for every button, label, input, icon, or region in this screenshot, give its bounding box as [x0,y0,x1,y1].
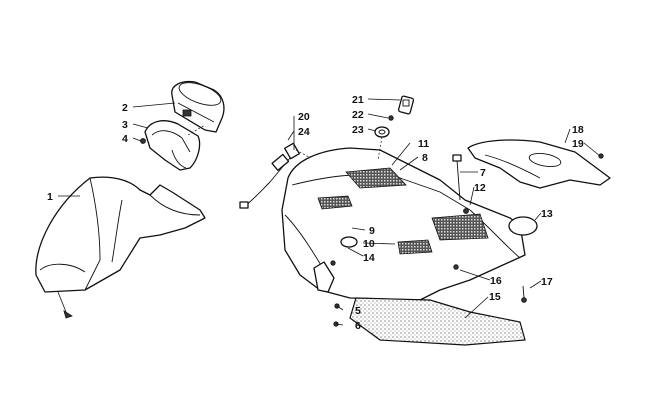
part-gauge [171,80,225,133]
callout-4: 4 [122,133,128,145]
part-foam-pad [349,297,526,346]
callout-16: 16 [490,275,502,287]
leader-lines [58,98,601,326]
callout-labels: 1 2 3 4 5 6 7 8 9 10 11 12 13 14 15 16 1… [47,94,584,332]
callout-2: 2 [122,102,128,114]
callout-9: 9 [369,225,375,237]
callout-6: 6 [355,320,361,332]
part-hood-console [281,147,526,327]
part-screw [521,285,527,303]
part-gauge-bezel [140,120,206,171]
callout-19: 19 [572,138,584,150]
part-clip [463,208,469,214]
callout-14: 14 [363,252,375,264]
callout-12: 12 [474,182,486,194]
part-wire-connector [239,142,361,209]
callout-10: 10 [363,238,375,250]
part-round-cap [508,216,538,236]
callout-3: 3 [122,119,128,131]
part-nose-fender [35,176,206,319]
callout-15: 15 [489,291,501,303]
callout-24: 24 [298,126,310,138]
callout-8: 8 [422,152,428,164]
callout-1: 1 [47,191,53,203]
callout-7: 7 [480,167,486,179]
part-ignition-key [374,95,415,161]
callout-18: 18 [572,124,584,136]
part-top-cover [467,139,611,189]
callout-5: 5 [355,305,361,317]
part-bolt [452,154,462,201]
callout-17: 17 [541,276,553,288]
callout-11: 11 [418,138,429,150]
callout-22: 22 [352,109,364,121]
callout-23: 23 [352,124,364,136]
callout-20: 20 [298,111,310,123]
callout-13: 13 [541,208,553,220]
callout-21: 21 [352,94,364,106]
